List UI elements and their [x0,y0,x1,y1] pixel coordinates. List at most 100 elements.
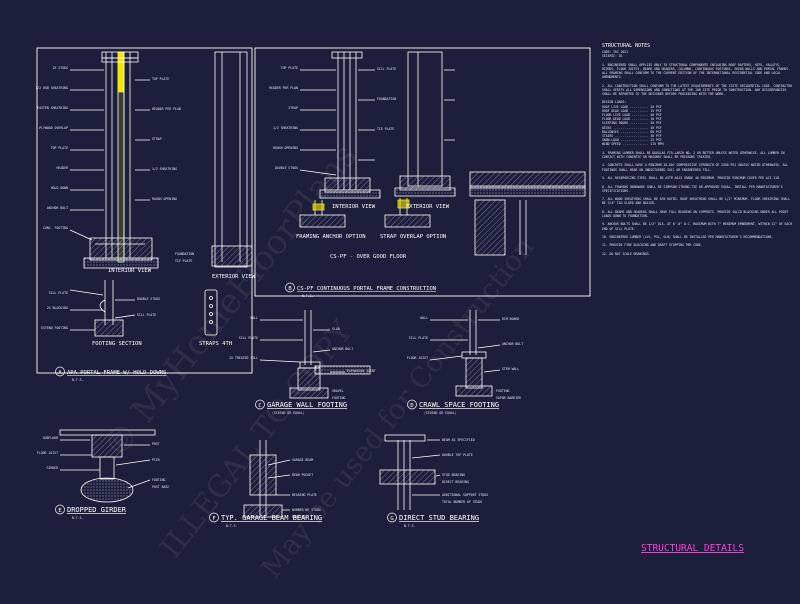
callout-dropped_girder-6: POST BASE [152,485,169,489]
label-cs-pf-note: CS-PF - OVER GOOD FLOOR [330,254,407,260]
callout-portal_left-3: PLYWOOD OVERLAP [39,126,68,130]
callout-dropped_girder-2: GIRDER [46,466,58,470]
label-footing-section: FOOTING SECTION [92,341,142,347]
callout-portal_right-8: TIE PLATE [377,127,394,131]
detail-subtitle-F: N.T.S. [226,524,238,528]
callout-garage_wall-2: 2X TREATED SILL [229,356,258,360]
detail-frame-border [36,47,253,374]
structural-notes-body: CODE: IRC 2021 SEISMIC: D1 1. ENGINEERED… [602,50,794,530]
callout-crawl_space-4: ANCHOR BOLT [502,342,523,346]
callout-crawl_space-1: SILL PLATE [409,336,428,340]
detail-subtitle-D: (SIDING OR EQUAL) [424,411,457,415]
callout-portal_right-7: FOUNDATION [377,97,396,101]
callout-portal_left-6: HOLD DOWN [51,186,68,190]
callout-portal_right-1: HEADER PER PLAN [152,107,181,111]
callout-garage_wall-3: SLAB [332,327,340,331]
detail-marker-A [55,366,65,377]
detail-subtitle-G: N.T.S. [404,524,416,528]
callout-dropped_girder-1: FLOOR JOIST [37,451,58,455]
detail-subtitle-C: (SIDING OR EQUAL) [272,411,305,415]
callout-portal_right-5: DOUBLE STUDS [275,166,298,170]
callout-portal_right-2: STRAP [288,106,298,110]
detail-subtitle-A: N.T.S. [72,378,84,382]
detail-marker-C [255,399,265,410]
callout-direct_stud-0: BEAM AS SPECIFIED [442,438,475,442]
detail-marker-D [407,399,417,410]
detail-subtitle-B: N.T.S. [302,294,314,298]
callout-crawl_space-2: FLOOR JOIST [407,356,428,360]
callout-garage_beam-4: FOOTING [292,515,306,519]
callout-garage_wall-0: WALL [250,316,258,320]
callout-crawl_space-7: VAPOR BARRIER [496,396,521,400]
callout-portal_right-8: TIE PLATE [175,259,192,263]
detail-crawl-space-footing [429,310,501,397]
callout-portal_left-4: TOP PLATE [51,146,68,150]
callout-garage_wall-4: ANCHOR BOLT [332,347,353,351]
detail-marker-letter-E: E [58,508,61,514]
detail-marker-letter-A: A [58,370,62,376]
callout-portal_left-9: SILL PLATE [49,291,68,295]
callout-portal_left-7: ANCHOR BOLT [47,206,68,210]
notes-header-line-1: CODE: IRC 2021 [602,50,629,54]
detail-marker-letter-D: D [410,403,413,409]
garage-wall-callouts: WALL SILL PLATE 2X TREATED SILL SLAB ANCHOR … [229,316,376,400]
callout-crawl_space-5: STEM WALL [502,367,519,371]
callout-portal_right-3: 1/2 SHEATHING [273,126,298,130]
callout-garage_wall-1: SILL PLATE [239,336,258,340]
callout-portal_left-1: 1/2 OSB SHEATHING [35,86,68,90]
detail-marker-G [387,512,397,523]
callout-crawl_space-3: RIM BOARD [502,317,519,321]
notes-text: 1. ENGINEERED SHALL APPLIES ONLY TO STRU… [602,62,792,256]
detail-portal-frame [36,47,253,374]
callout-portal_left-5: HEADER [56,166,68,170]
callout-portal_left-8: CONC. FOOTING [43,226,68,230]
callout-portal_left-11: EXTEND FOOTING [41,326,68,330]
detail-dropped-girder [59,429,156,503]
callout-portal_right-0: TOP PLATE [152,77,169,81]
callout-garage_beam-0: GARAGE BEAM [292,458,313,462]
callout-portal_left-10: 2X BLOCKING [47,306,68,310]
callout-portal_left-2: FASTEN SHEATHING [37,106,68,110]
detail-garage-beam-bearing [243,440,291,518]
detail-marker-B [285,282,295,293]
callout-garage_wall-5: EXPANSION JOINT [347,369,376,373]
callout-portal_right-4: ROUGH OPENING [273,146,298,150]
callout-garage_beam-2: BEARING PLATE [292,493,317,497]
callout-direct_stud-4: ADDITIONAL SUPPORT STUDS [442,493,488,497]
label-framing-anchor: FRAMING ANCHOR OPTION [296,234,366,240]
label-exterior-view: EXTERIOR VIEW [212,274,256,280]
detail-marker-letter-F: F [212,516,215,522]
detail-title-F: TYP. GARAGE BEAM BEARING [221,514,322,522]
callout-dropped_girder-0: SUBFLOOR [43,436,58,440]
callout-direct_stud-3: DIRECT BEARING [442,480,469,484]
portal-frame-callouts: 2X STUDS 1/2 OSB SHEATHING FASTEN SHEATHIN… [35,66,194,330]
callout-portal_right-4: ROUGH OPENING [152,197,177,201]
label-interior-view: INTERIOR VIEW [108,268,152,274]
detail-frame-border-b [254,47,591,297]
structural-notes-title: STRUCTURAL NOTES [602,43,651,49]
callout-portal_right-1: HEADER PER PLAN [269,86,298,90]
detail-direct-stud-bearing [379,434,441,510]
callout-portal_right-7: FOUNDATION [175,252,194,256]
detail-continuous-portal [254,47,591,297]
callout-portal_right-5: DOUBLE STUDS [137,297,160,301]
detail-title-C: GARAGE WALL FOOTING [267,401,347,409]
callout-dropped_girder-5: FOOTING [152,478,166,482]
callout-direct_stud-5: TOTAL NUMBER OF STUDS [442,500,482,504]
label-strap-overlap: STRAP OVERLAP OPTION [380,234,446,240]
callout-direct_stud-2: STUD BEARING [442,473,465,477]
callout-crawl_space-6: FOOTING [496,389,510,393]
detail-title-E: DROPPED GIRDER [67,506,127,514]
detail-title-A: APA PORTAL FRAME W/ HOLD DOWNS [67,370,166,376]
callout-portal_left-0: 2X STUDS [53,66,68,70]
callout-garage_wall-7: FOOTING [332,396,346,400]
detail-subtitle-E: N.T.S. [72,516,84,520]
watermark-line-1: © MyHomeFloorPlans [96,136,365,465]
callout-crawl_space-0: WALL [420,316,428,320]
notes-header-line-2: SEISMIC: D1 [602,54,623,59]
detail-garage-wall-footing [259,310,371,399]
